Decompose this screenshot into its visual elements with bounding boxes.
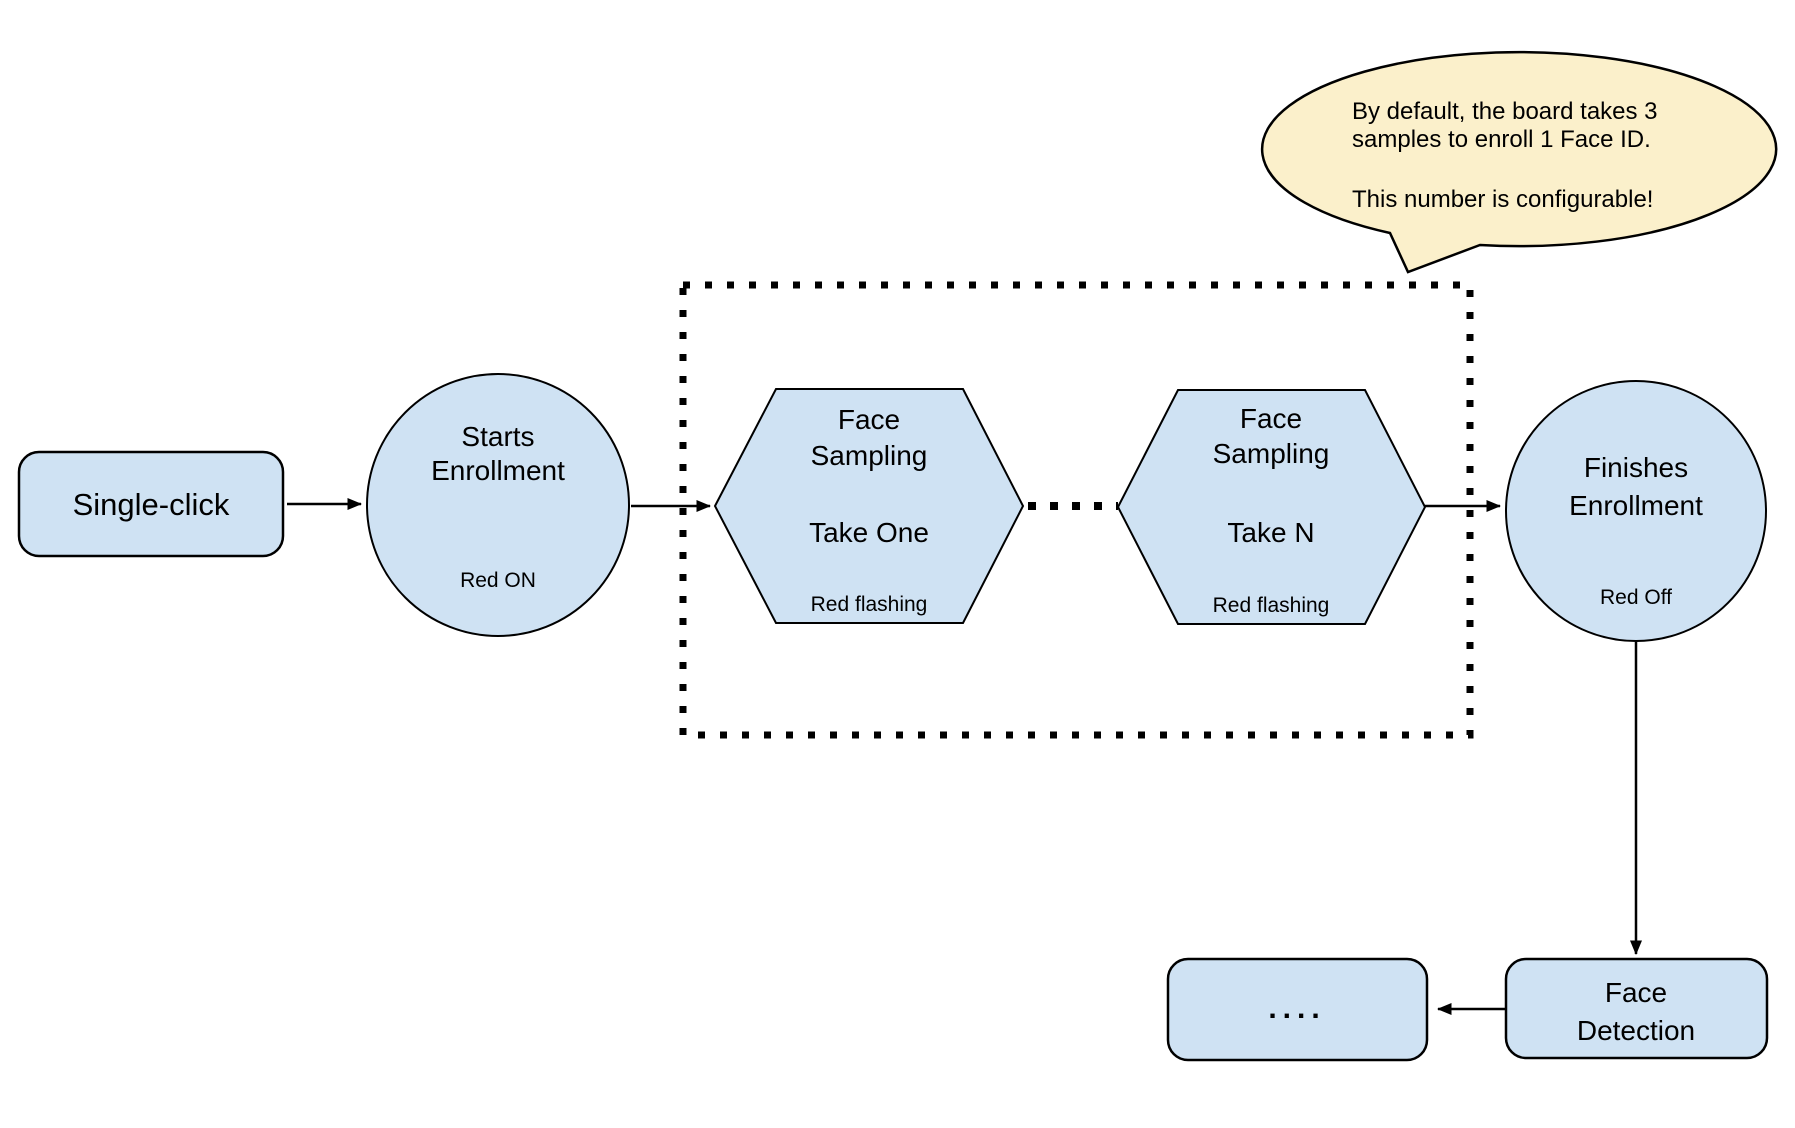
single-click-box bbox=[17, 450, 285, 558]
sampling-n-action: Take N bbox=[1227, 517, 1314, 548]
sampling-n-title-line1: Face bbox=[1240, 403, 1302, 434]
starts-enrollment-node: Starts Enrollment Red ON bbox=[366, 373, 630, 637]
face-detection-title-line2: Detection bbox=[1577, 1015, 1695, 1046]
starts-enrollment-status: Red ON bbox=[460, 569, 536, 592]
finishes-enrollment-title-line1: Finishes bbox=[1584, 452, 1688, 483]
sampling-one-title-line2: Sampling bbox=[811, 440, 928, 471]
callout-text-line1: By default, the board takes 3 bbox=[1352, 98, 1658, 125]
face-sampling-take-one-node: Face Sampling Take One Red flashing bbox=[713, 388, 1025, 624]
finishes-enrollment-circle bbox=[1505, 380, 1767, 642]
face-detection-node: Face Detection bbox=[1504, 957, 1769, 1060]
finishes-enrollment-node: Finishes Enrollment Red Off bbox=[1505, 380, 1767, 642]
continuation-label: .... bbox=[1268, 992, 1325, 1025]
sampling-one-status: Red flashing bbox=[811, 593, 928, 616]
callout-text-line3: This number is configurable! bbox=[1352, 186, 1653, 213]
sampling-one-action: Take One bbox=[809, 517, 929, 548]
finishes-enrollment-title-line2: Enrollment bbox=[1569, 490, 1703, 521]
single-click-node: Single-click bbox=[17, 450, 285, 558]
callout-bubble: By default, the board takes 3 samples to… bbox=[1260, 50, 1778, 274]
single-click-label: Single-click bbox=[73, 487, 230, 522]
starts-enrollment-circle bbox=[366, 373, 630, 637]
sampling-group-dotted-border bbox=[679, 281, 1474, 739]
finishes-enrollment-status: Red Off bbox=[1600, 586, 1672, 609]
starts-enrollment-title-line2: Enrollment bbox=[431, 455, 565, 486]
callout-text-line2: samples to enroll 1 Face ID. bbox=[1352, 126, 1651, 153]
sampling-n-title-line2: Sampling bbox=[1213, 438, 1330, 469]
continuation-box bbox=[1166, 957, 1429, 1062]
sampling-one-title-line1: Face bbox=[838, 404, 900, 435]
sampling-n-status: Red flashing bbox=[1213, 594, 1330, 617]
face-sampling-take-one-hexagon bbox=[713, 388, 1025, 624]
face-sampling-take-n-node: Face Sampling Take N Red flashing bbox=[1116, 389, 1427, 625]
continuation-node: .... bbox=[1166, 957, 1429, 1062]
callout-bubble-shape bbox=[1260, 50, 1778, 274]
starts-enrollment-title-line1: Starts bbox=[461, 421, 534, 452]
face-detection-title-line1: Face bbox=[1605, 977, 1667, 1008]
